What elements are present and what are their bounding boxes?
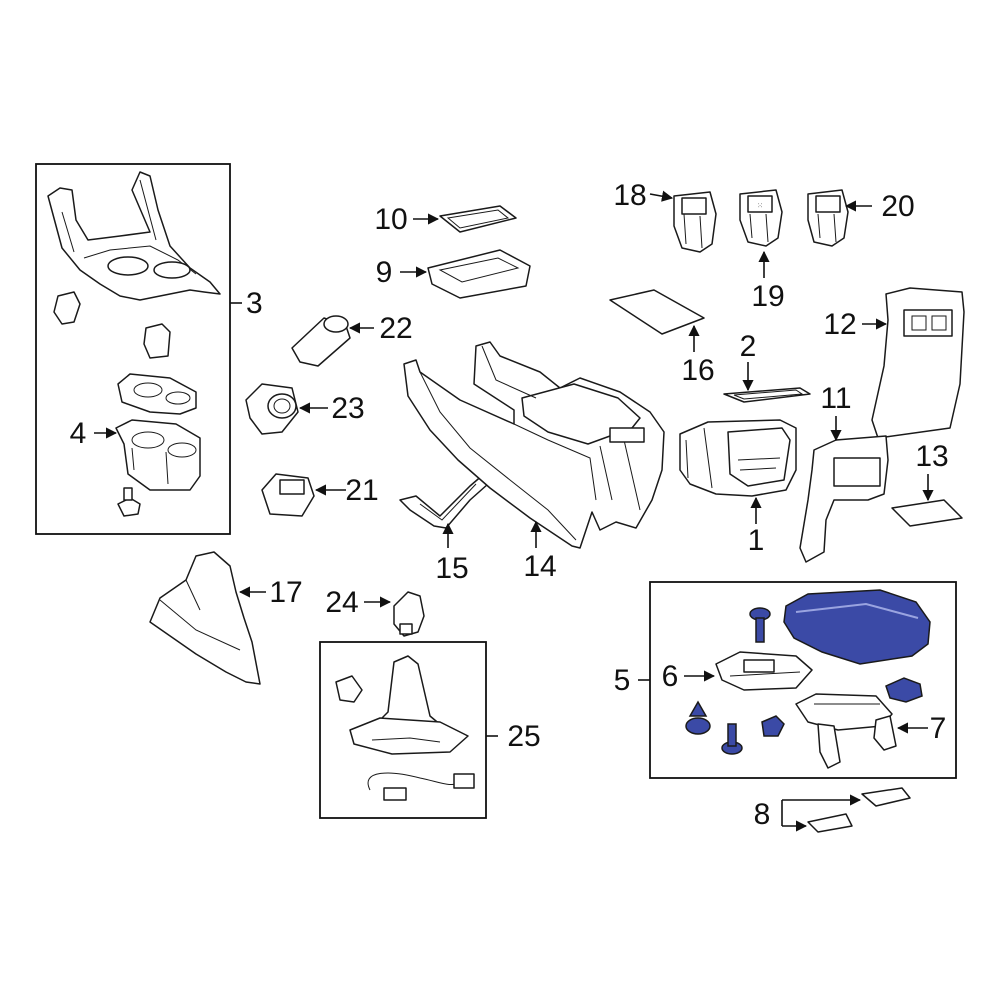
clip-8-upper (861, 787, 911, 807)
rear-panel-11 (799, 435, 889, 563)
bolt (117, 487, 141, 517)
callout-23: 23 (331, 392, 364, 425)
svg-text:⁙: ⁙ (757, 202, 763, 210)
mat-13 (891, 499, 963, 527)
cup-holder (115, 419, 201, 491)
callout-17: 17 (269, 576, 302, 609)
callout-6: 6 (662, 660, 679, 693)
shifter-assembly (349, 655, 469, 755)
wire-harness (367, 772, 475, 801)
outlet-socket-23 (245, 383, 299, 435)
callout-20: 20 (881, 190, 914, 223)
console-body-14 (403, 341, 665, 549)
mat-16 (609, 289, 705, 335)
callout-18: 18 (613, 179, 646, 212)
callout-19: 19 (751, 280, 784, 313)
callout-13: 13 (915, 440, 948, 473)
callout-10: 10 (374, 203, 407, 236)
switch-18 (673, 191, 717, 253)
mat-2 (723, 387, 811, 403)
callout-7: 7 (930, 712, 947, 745)
callout-14: 14 (523, 550, 556, 583)
callout-1: 1 (748, 524, 765, 557)
clip-right (885, 677, 923, 703)
armrest-lid (783, 589, 931, 665)
side-panel-17 (149, 551, 261, 685)
callout-21: 21 (345, 474, 378, 507)
switch-19: ⁙ (739, 189, 783, 247)
bracket-clip (143, 323, 171, 359)
callout-25: 25 (507, 720, 540, 753)
power-outlet-22 (291, 315, 351, 367)
shifter-bracket (335, 675, 363, 703)
console-box-1 (679, 419, 797, 497)
callout-16: 16 (681, 354, 714, 387)
clip-8-lower (807, 813, 853, 833)
push-pin (685, 700, 711, 735)
hinge-plate-6 (715, 651, 813, 691)
callout-15: 15 (435, 552, 468, 585)
mat-10 (439, 205, 517, 233)
callout-8: 8 (754, 798, 771, 831)
callout-12: 12 (823, 308, 856, 341)
clip-lower (761, 715, 785, 737)
bracket-15 (399, 473, 489, 529)
callout-24: 24 (325, 586, 358, 619)
retainer-clip (53, 291, 81, 325)
callout-22: 22 (379, 312, 412, 345)
callout-4: 4 (70, 417, 87, 450)
callout-9: 9 (376, 256, 393, 289)
cup-holder-insert (117, 373, 197, 415)
callout-5: 5 (614, 664, 631, 697)
storage-tray-9 (427, 249, 531, 299)
callout-11: 11 (820, 382, 851, 415)
callout-2: 2 (740, 330, 757, 363)
rear-panel-12 (871, 287, 965, 439)
switch-21 (261, 473, 315, 517)
console-upper-panel (47, 171, 221, 301)
callout-3: 3 (246, 287, 263, 320)
screw-top (749, 607, 771, 643)
hinge-7 (795, 693, 897, 769)
shift-knob-24 (393, 591, 425, 637)
screw-lower (721, 723, 743, 755)
group-box-25 (319, 641, 487, 819)
switch-20 (807, 189, 849, 247)
group-box-3 (35, 163, 231, 535)
